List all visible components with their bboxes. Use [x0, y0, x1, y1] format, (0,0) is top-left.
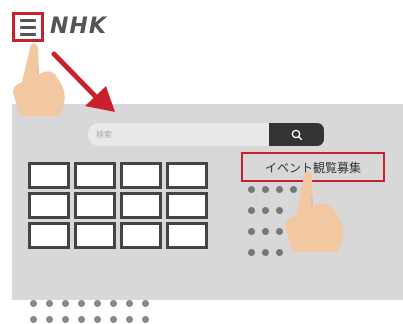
list-dot — [276, 186, 283, 193]
list-dot — [276, 228, 283, 235]
list-dot — [30, 316, 37, 323]
grid-tile[interactable] — [28, 162, 70, 189]
list-dot — [142, 316, 149, 323]
list-dot — [62, 316, 69, 323]
list-dot — [248, 186, 255, 193]
list-dot — [126, 316, 133, 323]
list-dot — [262, 207, 269, 214]
list-dot — [290, 186, 297, 193]
grid-tile[interactable] — [120, 192, 162, 219]
grid-tile[interactable] — [120, 162, 162, 189]
list-dot — [276, 207, 283, 214]
list-dot — [262, 186, 269, 193]
grid-tile[interactable] — [166, 162, 208, 189]
grid-tile[interactable] — [166, 222, 208, 249]
menu-bar — [20, 18, 36, 22]
list-dot — [262, 249, 269, 256]
list-dot — [248, 249, 255, 256]
event-viewing-link[interactable]: イベント観覧募集 — [241, 152, 385, 182]
list-dot — [276, 249, 283, 256]
menu-bar — [20, 25, 36, 29]
list-dot — [248, 207, 255, 214]
list-dot — [94, 300, 101, 307]
grid-tile[interactable] — [74, 162, 116, 189]
grid-tile[interactable] — [28, 192, 70, 219]
grid-tile[interactable] — [120, 222, 162, 249]
grid-tile[interactable] — [74, 222, 116, 249]
list-dot — [46, 300, 53, 307]
tile-grid — [28, 162, 208, 249]
search-button[interactable] — [269, 123, 324, 146]
list-dot — [110, 316, 117, 323]
list-dot — [142, 300, 149, 307]
list-dot — [126, 300, 133, 307]
grid-tile[interactable] — [166, 192, 208, 219]
list-dot — [46, 316, 53, 323]
grid-tile[interactable] — [28, 222, 70, 249]
list-dot — [262, 228, 269, 235]
list-dot — [62, 300, 69, 307]
menu-bar — [20, 32, 36, 36]
list-dot — [78, 300, 85, 307]
nhk-logo: NHK — [50, 14, 107, 39]
list-dot — [78, 316, 85, 323]
list-dot — [110, 300, 117, 307]
list-dot — [94, 316, 101, 323]
hamburger-menu-icon[interactable] — [12, 12, 44, 42]
search-input[interactable]: 検索 — [88, 123, 270, 146]
grid-tile[interactable] — [74, 192, 116, 219]
search-icon — [291, 129, 302, 140]
list-dot — [30, 300, 37, 307]
list-dot — [248, 228, 255, 235]
